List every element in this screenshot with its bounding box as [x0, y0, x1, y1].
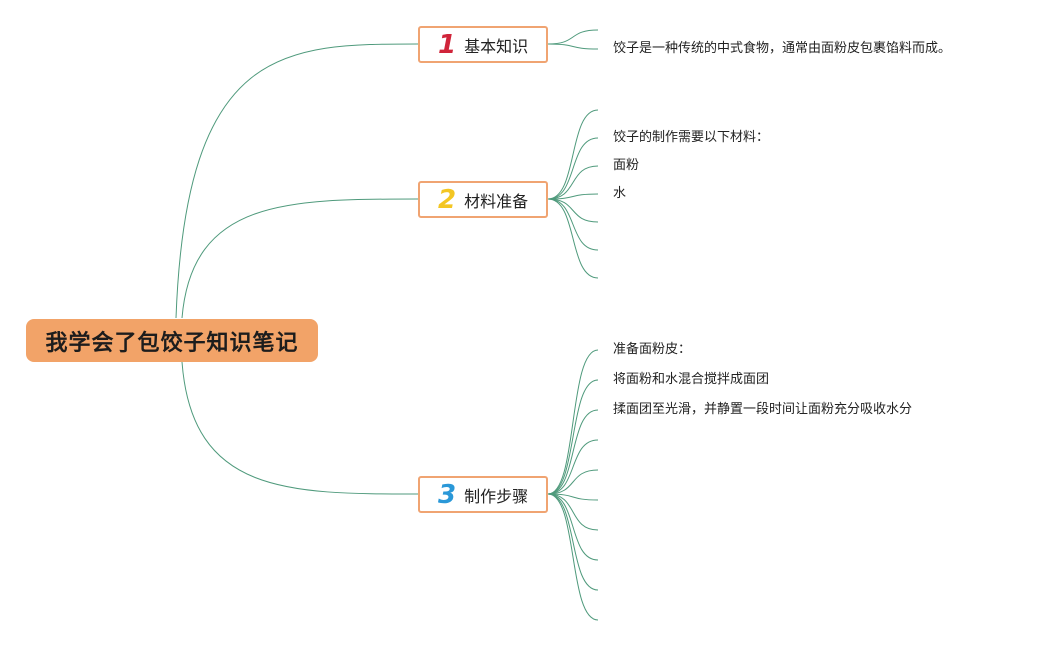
leaf-topic[interactable]: 饺子的制作需要以下材料：	[613, 130, 770, 145]
leaf-topic[interactable]: 准备面粉皮：	[613, 342, 692, 357]
leaf-topic[interactable]: 将面粉和水混合搅拌成面团	[613, 372, 770, 387]
leaf-topic[interactable]: 揉面团至光滑，并静置一段时间让面粉充分吸收水分	[613, 402, 913, 417]
branch-label: 制作步骤	[464, 486, 529, 506]
leaf-topic[interactable]: 水	[613, 186, 627, 201]
leaf-topic[interactable]: 面粉	[613, 158, 640, 173]
branch-materials[interactable]: 2 材料准备	[418, 181, 548, 218]
branch-basic-knowledge[interactable]: 1 基本知识	[418, 26, 548, 63]
branch-label: 基本知识	[464, 36, 529, 56]
branch-label: 材料准备	[464, 191, 529, 211]
branch-steps[interactable]: 3 制作步骤	[418, 476, 548, 513]
branch-number-2: 2	[438, 184, 457, 215]
branch-number-1: 1	[438, 29, 457, 60]
root-topic-label: 我学会了包饺子知识笔记	[45, 330, 299, 356]
branch-number-3: 3	[438, 479, 457, 510]
root-topic[interactable]: 我学会了包饺子知识笔记	[26, 319, 318, 362]
leaf-topic[interactable]: 饺子是一种传统的中式食物，通常由面粉皮包裹馅料而成。	[613, 41, 952, 56]
